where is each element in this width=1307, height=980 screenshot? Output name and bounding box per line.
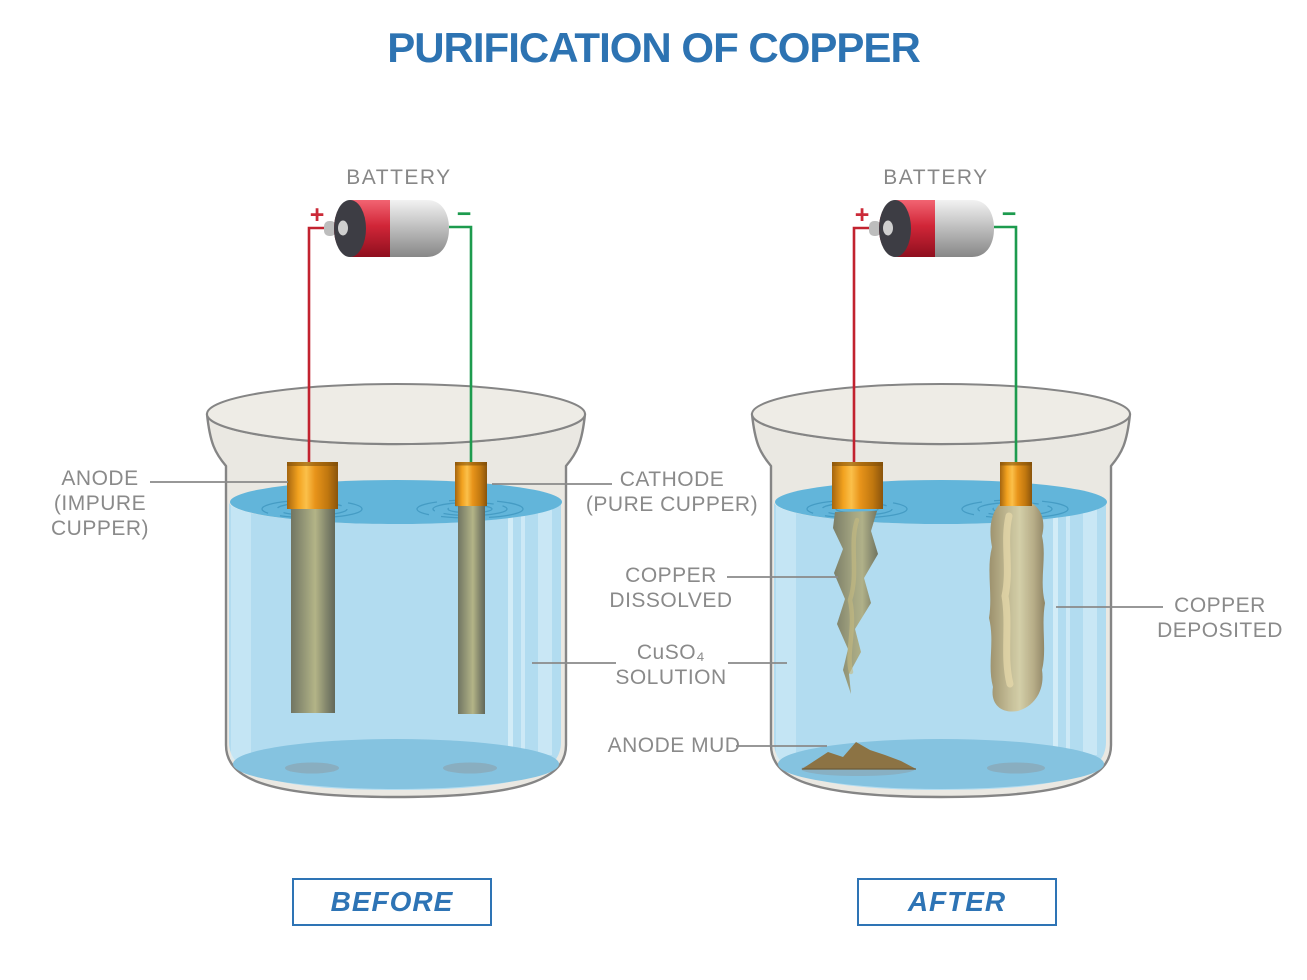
cathode-shadow <box>443 762 497 774</box>
anode-mud-pile <box>801 742 916 776</box>
after-assembly <box>750 198 1132 799</box>
anode-label: ANODE (IMPURE CUPPER) <box>50 467 149 540</box>
minus-terminal-after: − <box>1001 200 1017 228</box>
cuso4-solution-label: CuSO₄ SOLUTION <box>615 641 727 689</box>
before-button[interactable]: BEFORE <box>292 878 492 926</box>
cathode-label: CATHODE (PURE CUPPER) <box>585 468 759 516</box>
cathode-electrode <box>458 504 485 714</box>
leader-lines <box>150 481 1163 747</box>
plus-terminal-after: + <box>854 201 870 229</box>
battery-label-before: BATTERY <box>346 166 452 189</box>
cathode-shadow <box>987 762 1045 774</box>
minus-terminal-before: − <box>456 200 472 228</box>
anode-electrode <box>291 506 335 713</box>
anode-shadow <box>285 762 339 774</box>
plus-terminal-before: + <box>309 201 325 229</box>
after-button[interactable]: AFTER <box>857 878 1057 926</box>
page-title: PURIFICATION OF COPPER <box>387 24 921 71</box>
battery-label-after: BATTERY <box>883 166 989 189</box>
before-assembly <box>205 198 587 799</box>
anode-mud-label: ANODE MUD <box>607 734 741 757</box>
copper-dissolved-label: COPPER DISSOLVED <box>609 564 733 612</box>
copper-deposited-label: COPPER DEPOSITED <box>1157 594 1283 642</box>
dissolved-anode <box>833 511 878 694</box>
beaker-glass <box>205 382 587 799</box>
deposited-cathode <box>989 502 1045 712</box>
beaker-glass <box>750 382 1132 799</box>
